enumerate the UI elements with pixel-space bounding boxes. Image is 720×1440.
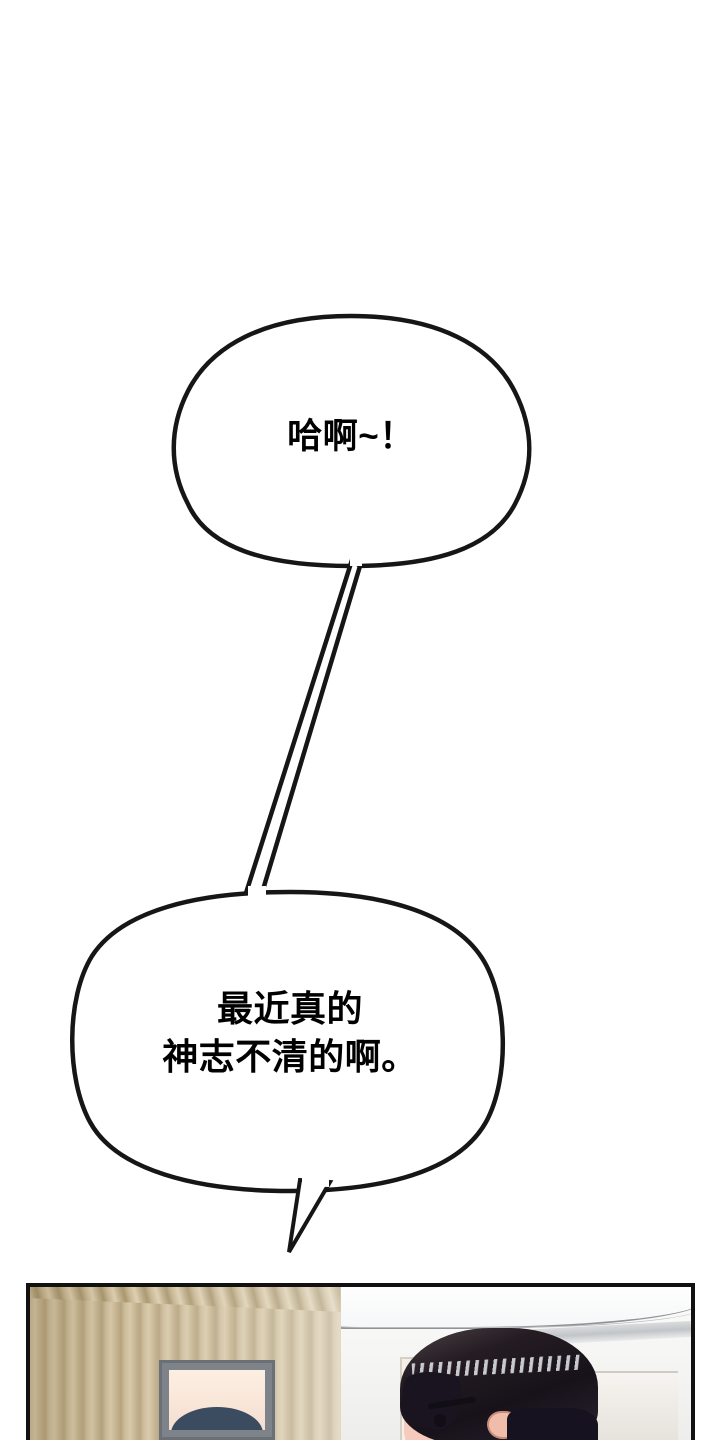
comic-panel-bottom: [26, 1283, 695, 1440]
ceiling-curve-secondary: [320, 1289, 691, 1328]
bubble-1-text: 哈啊~！: [287, 417, 415, 456]
panel-artwork: [30, 1287, 691, 1440]
bubble-2-top-seam-mask: [248, 886, 266, 900]
bubble-2-tail: [287, 1177, 334, 1254]
bubble-1-tail-seam-mask: [350, 555, 362, 566]
frame-inner-surface: [168, 1370, 265, 1430]
frame-reflected-head: [170, 1407, 263, 1430]
character-hair-back: [507, 1407, 599, 1440]
wall-picture-frame: [158, 1360, 275, 1440]
bubble-1-tail: [242, 556, 363, 896]
bubble-2-tail-seam-mask: [302, 1176, 329, 1187]
character-eye: [433, 1414, 446, 1428]
bubble-2-text: 最近真的 神志不清的啊。: [162, 988, 418, 1077]
character-head: [398, 1328, 599, 1440]
